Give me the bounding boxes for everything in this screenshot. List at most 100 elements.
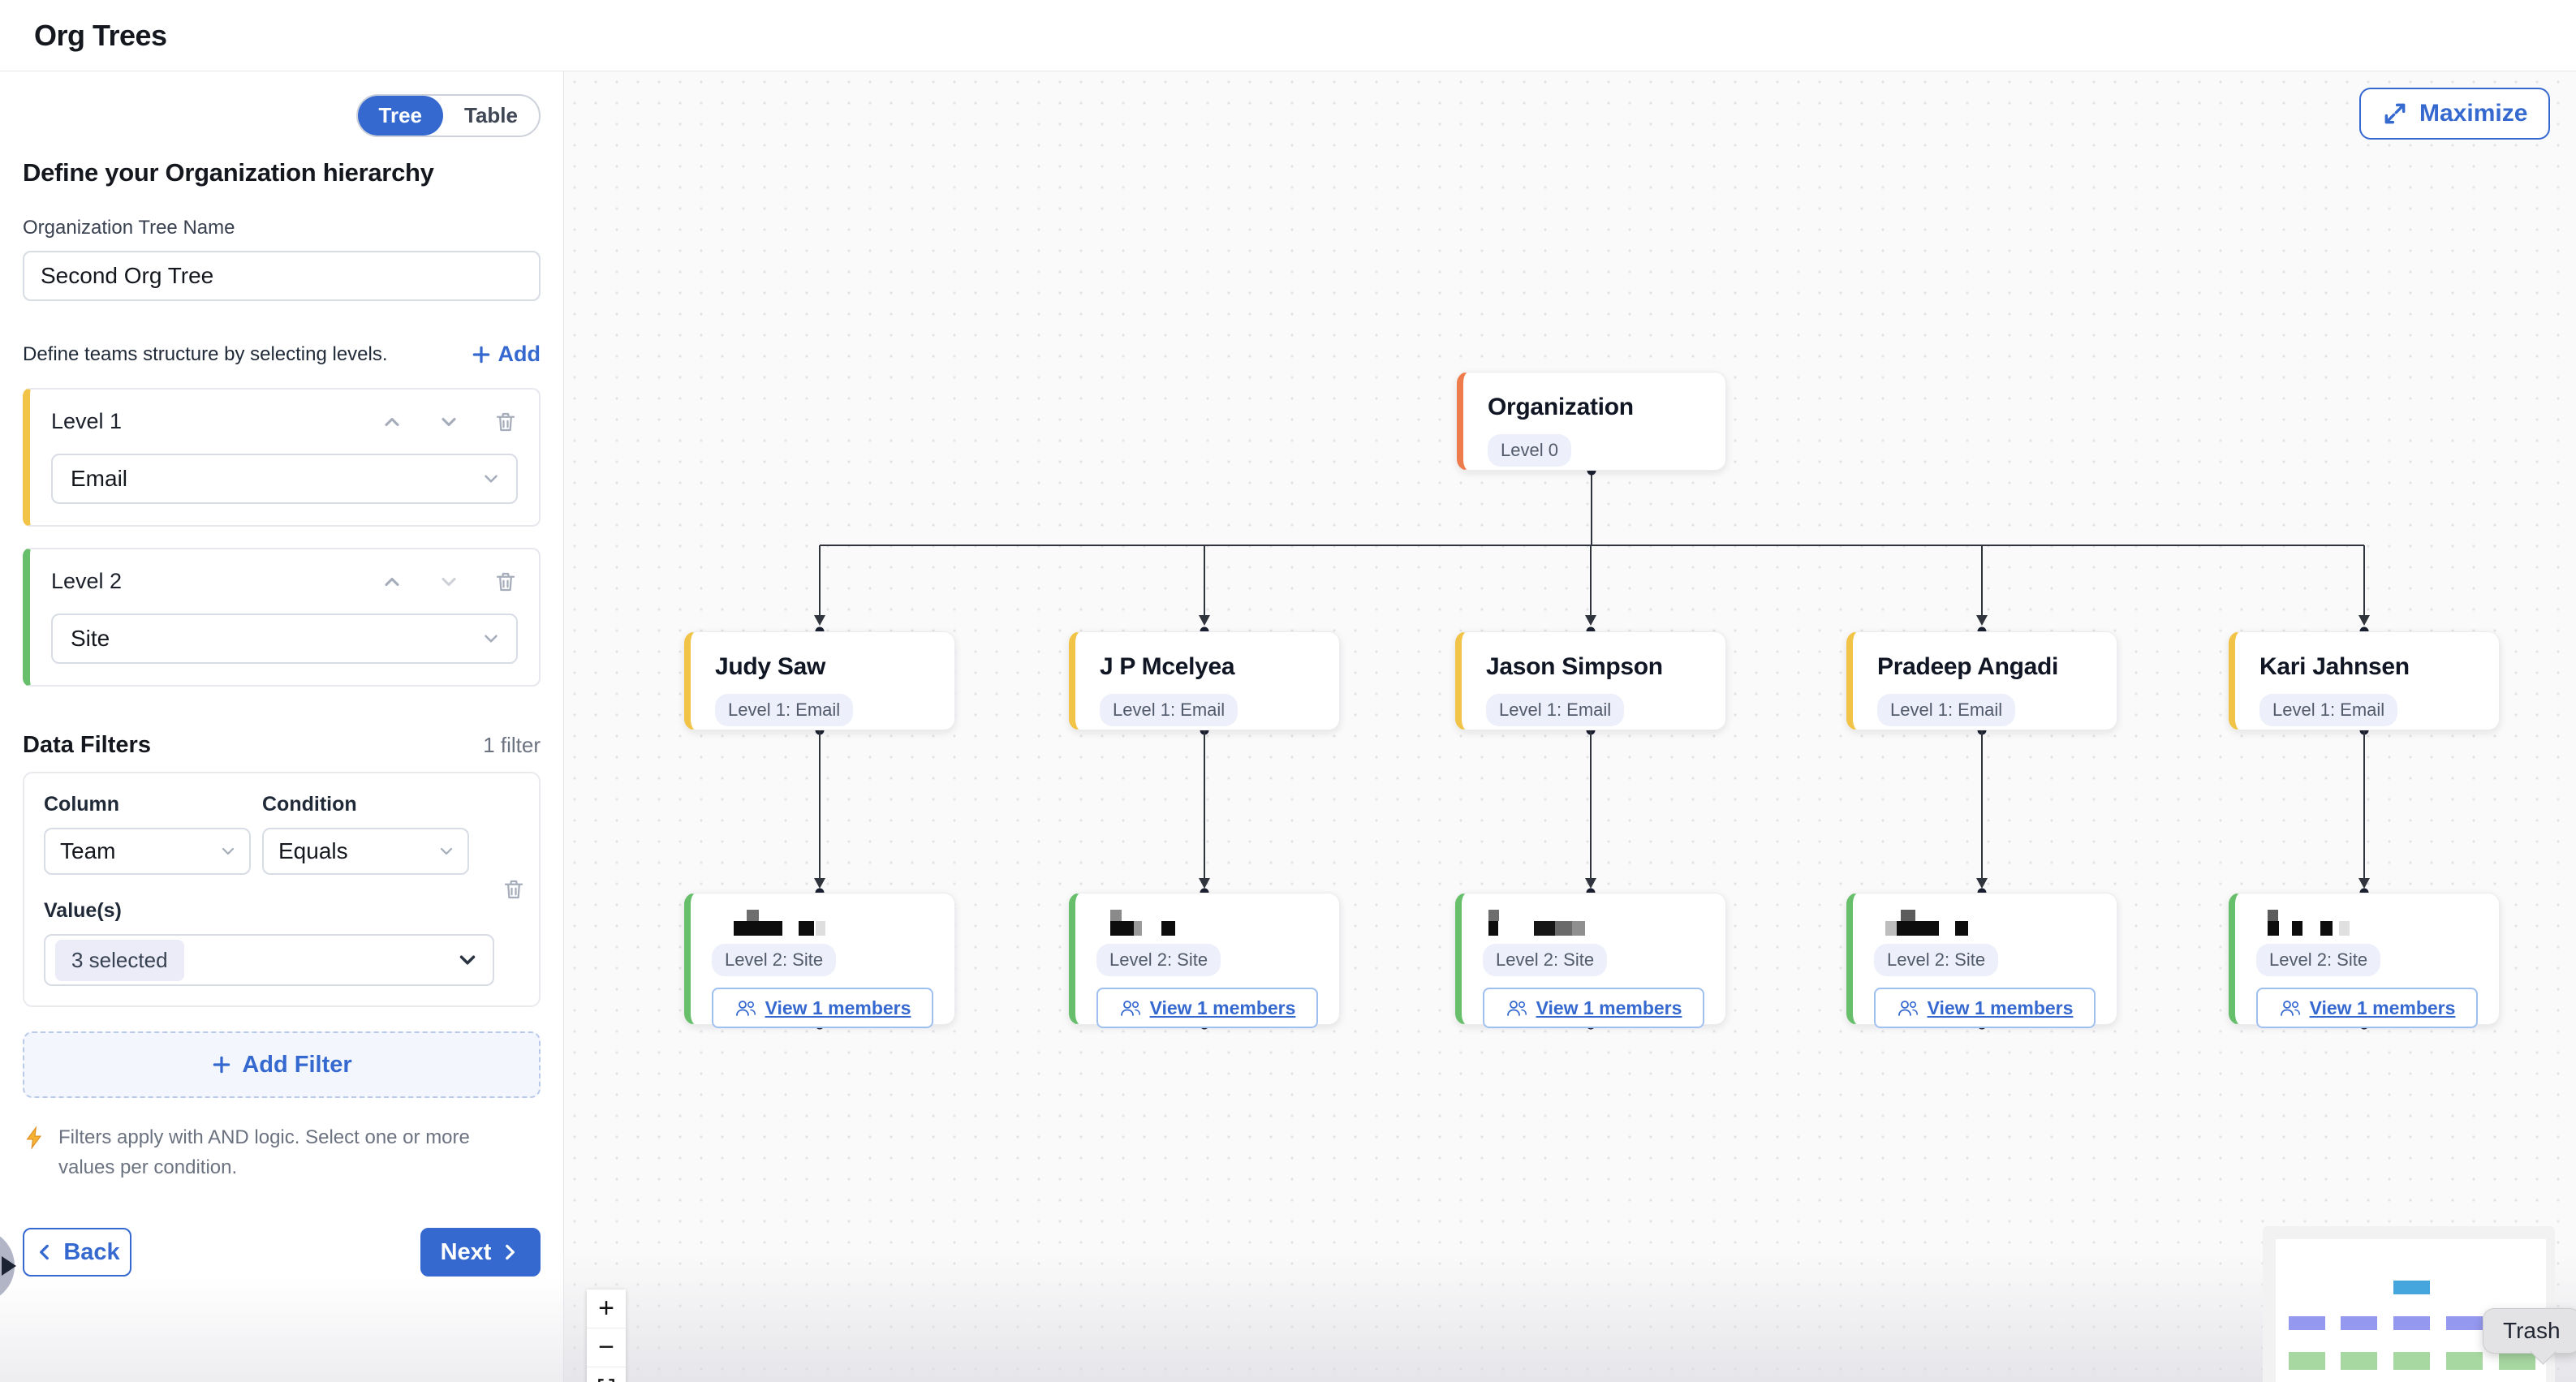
node-title: Pradeep Angadi: [1877, 653, 2059, 680]
redacted-title: [1096, 921, 1318, 936]
view-members-button[interactable]: View 1 members: [2256, 988, 2478, 1028]
org-node-root[interactable]: Organization Level 0: [1457, 372, 1726, 471]
level-1-field-select[interactable]: Email: [51, 454, 518, 504]
level-1-title: Level 1: [51, 409, 123, 433]
node-title: J P Mcelyea: [1100, 653, 1235, 680]
view-members-button[interactable]: View 1 members: [1874, 988, 2096, 1028]
values-select[interactable]: 3 selected: [44, 934, 494, 986]
org-node-level2[interactable]: Level 2: Site View 1 members: [2229, 893, 2500, 1028]
redacted-title: [1483, 921, 1704, 936]
sidebar-heading: Define your Organization hierarchy: [23, 158, 434, 187]
org-node-level2[interactable]: Level 2: Site View 1 members: [1455, 893, 1726, 1028]
expand-icon: [2382, 101, 2408, 127]
people-icon: [1897, 998, 1919, 1018]
data-filters-title: Data Filters: [23, 732, 151, 758]
redacted-title: [1874, 921, 2096, 936]
node-level-badge: Level 0: [1488, 434, 1571, 467]
add-filter-button[interactable]: Add Filter: [23, 1031, 541, 1098]
back-button[interactable]: Back: [23, 1228, 131, 1277]
org-node-level2[interactable]: Level 2: Site View 1 members: [1846, 893, 2117, 1028]
column-label: Column: [44, 793, 120, 816]
redacted-title: [2256, 910, 2478, 921]
node-level-badge: Level 1: Email: [1877, 694, 2016, 726]
chevron-down-icon[interactable]: [437, 570, 461, 594]
zoom-controls: + −: [587, 1289, 626, 1382]
node-title: Kari Jahnsen: [2259, 653, 2410, 680]
chevron-left-icon: [34, 1242, 55, 1263]
filter-card: Column Team Condition Equals: [23, 772, 541, 1007]
chevron-down-icon: [480, 468, 502, 489]
tree-name-input[interactable]: [23, 251, 541, 301]
lightning-icon: [23, 1126, 47, 1182]
minimap[interactable]: [2263, 1226, 2555, 1382]
view-members-label: View 1 members: [1149, 997, 1296, 1018]
caret-right-icon: [2, 1256, 16, 1276]
zoom-in-button[interactable]: +: [587, 1289, 626, 1328]
app-header: Org Trees: [0, 0, 2576, 71]
maximize-button[interactable]: Maximize: [2359, 88, 2551, 140]
org-chart-canvas[interactable]: Maximize Organization Level 0 Judy Saw L…: [564, 71, 2576, 1382]
redacted-title: [712, 921, 933, 936]
node-level-badge: Level 2: Site: [1874, 944, 1999, 976]
view-members-label: View 1 members: [1536, 997, 1682, 1018]
node-level-badge: Level 1: Email: [715, 694, 854, 726]
org-node-level1[interactable]: Kari Jahnsen Level 1: Email: [2229, 631, 2500, 730]
node-level-badge: Level 1: Email: [1100, 694, 1238, 726]
view-members-button[interactable]: View 1 members: [712, 988, 933, 1028]
chevron-up-icon[interactable]: [380, 570, 404, 594]
tree-table-toggle: Tree Table: [355, 94, 541, 137]
chevron-right-icon: [499, 1242, 520, 1263]
chevron-up-icon[interactable]: [380, 410, 404, 434]
trash-tooltip: Trash: [2483, 1308, 2576, 1354]
level-2-field-select[interactable]: Site: [51, 614, 518, 664]
column-select[interactable]: Team: [44, 828, 251, 875]
level-card-1: Level 1 Email: [23, 388, 541, 527]
trash-icon[interactable]: [493, 410, 518, 434]
view-members-button[interactable]: View 1 members: [1096, 988, 1318, 1028]
level-2-title: Level 2: [51, 569, 123, 593]
fit-view-button[interactable]: [587, 1367, 626, 1382]
remove-filter-trash-icon[interactable]: [502, 877, 526, 902]
condition-label: Condition: [262, 793, 357, 816]
sidebar: Tree Table Define your Organization hier…: [0, 71, 564, 1382]
level-card-2: Level 2 Site: [23, 548, 541, 687]
org-node-level1[interactable]: Judy Saw Level 1: Email: [684, 631, 955, 730]
zoom-out-button[interactable]: −: [587, 1328, 626, 1367]
tree-name-label: Organization Tree Name: [23, 217, 235, 239]
chevron-down-icon: [480, 628, 502, 649]
redacted-title: [2256, 921, 2478, 936]
page-title: Org Trees: [34, 18, 167, 52]
chevron-down-icon[interactable]: [437, 410, 461, 434]
org-node-level1[interactable]: J P Mcelyea Level 1: Email: [1069, 631, 1340, 730]
values-label: Value(s): [44, 899, 122, 922]
filters-note: Filters apply with AND logic. Select one…: [58, 1126, 470, 1179]
people-icon: [1119, 998, 1142, 1018]
condition-select[interactable]: Equals: [262, 828, 469, 875]
org-node-level1[interactable]: Jason Simpson Level 1: Email: [1455, 631, 1726, 730]
node-level-badge: Level 2: Site: [2256, 944, 2381, 976]
node-level-badge: Level 2: Site: [712, 944, 837, 976]
toggle-table[interactable]: Table: [464, 103, 518, 127]
filter-count: 1 filter: [483, 733, 541, 757]
view-members-button[interactable]: View 1 members: [1483, 988, 1704, 1028]
node-level-badge: Level 2: Site: [1483, 944, 1608, 976]
node-level-badge: Level 1: Email: [2259, 694, 2398, 726]
org-node-level2[interactable]: Level 2: Site View 1 members: [684, 893, 955, 1028]
redacted-title: [1874, 910, 2096, 921]
view-members-label: View 1 members: [1927, 997, 2074, 1018]
values-chip: 3 selected: [55, 939, 184, 981]
people-icon: [2279, 998, 2302, 1018]
view-members-label: View 1 members: [765, 997, 911, 1018]
trash-icon[interactable]: [493, 570, 518, 594]
org-node-level2[interactable]: Level 2: Site View 1 members: [1069, 893, 1340, 1028]
toggle-tree[interactable]: Tree: [357, 96, 444, 136]
node-level-badge: Level 2: Site: [1096, 944, 1221, 976]
next-button[interactable]: Next: [420, 1228, 541, 1277]
plus-icon: [471, 344, 492, 365]
chevron-down-icon: [218, 842, 238, 861]
levels-note: Define teams structure by selecting leve…: [23, 342, 388, 365]
chevron-down-icon: [455, 948, 480, 972]
org-node-level1[interactable]: Pradeep Angadi Level 1: Email: [1846, 631, 2117, 730]
people-icon: [1506, 998, 1528, 1018]
add-level-button[interactable]: Add: [471, 342, 541, 367]
